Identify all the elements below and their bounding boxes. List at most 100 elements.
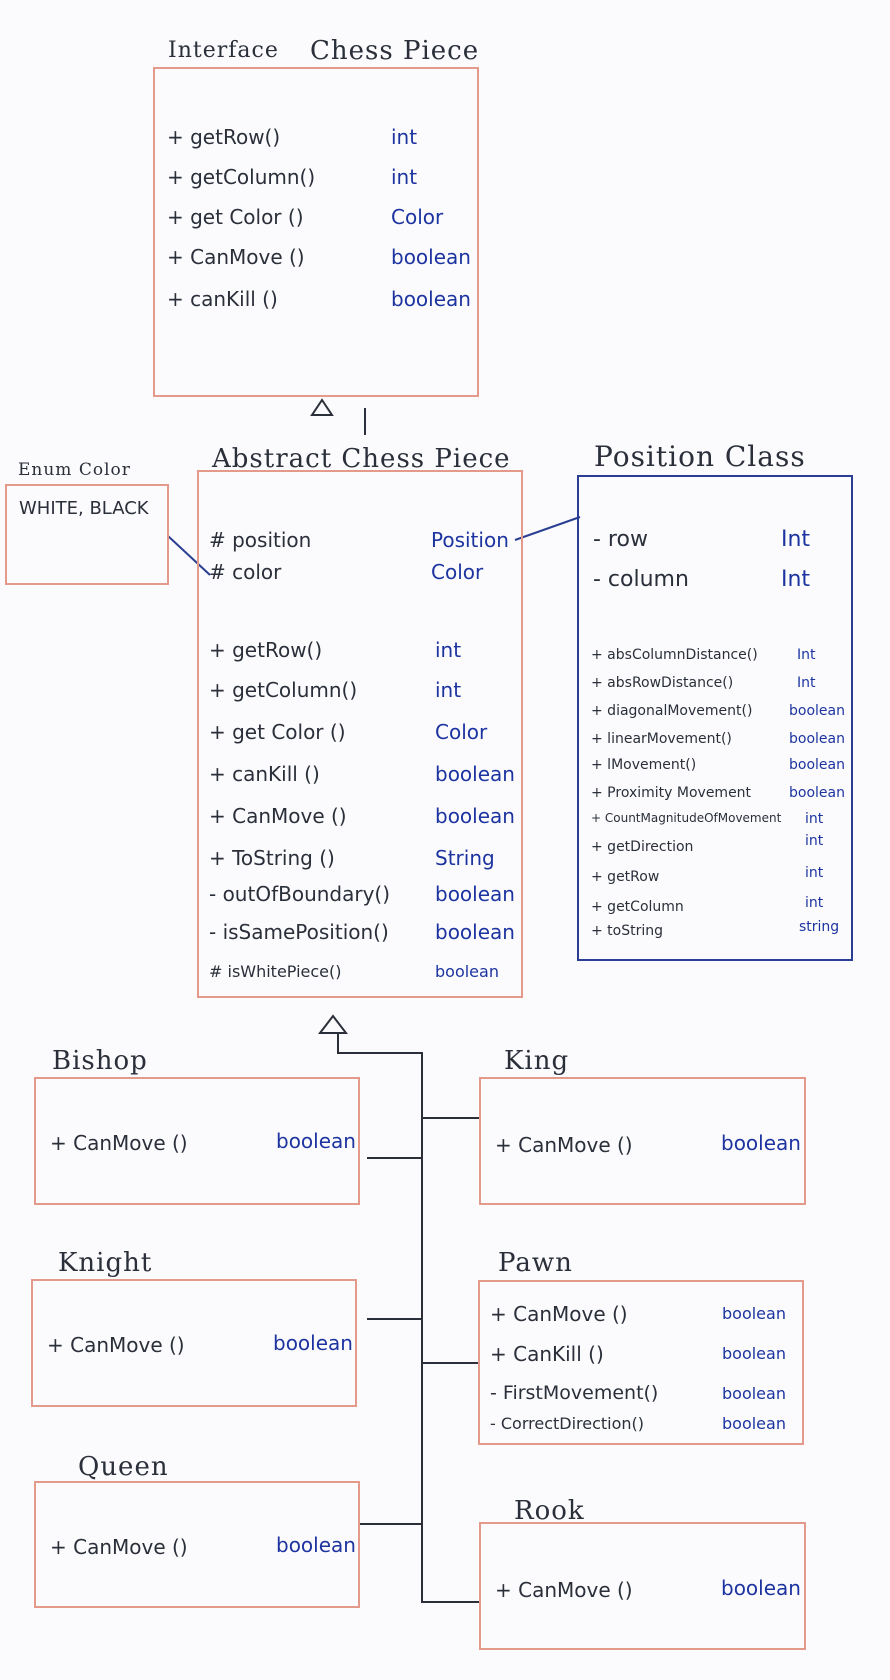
abstract-method-type: int bbox=[435, 638, 462, 662]
position-method-name: + lMovement() bbox=[591, 757, 697, 773]
position-method-name: + linearMovement() bbox=[591, 731, 732, 747]
abstract-method-name: + canKill () bbox=[209, 762, 320, 786]
pawn-title: Pawn bbox=[498, 1248, 573, 1278]
knight-class-box: + CanMove () boolean bbox=[31, 1279, 357, 1407]
position-method-name: + absColumnDistance() bbox=[591, 647, 758, 663]
king-title: King bbox=[504, 1046, 570, 1076]
interface-chess-piece-box: + getRow() int + getColumn() int + get C… bbox=[153, 67, 479, 397]
abstract-method-name: + getColumn() bbox=[209, 678, 358, 702]
position-method-type: int bbox=[805, 865, 824, 881]
abstract-method-name: + CanMove () bbox=[209, 804, 347, 828]
inheritance-line-subclasses bbox=[337, 1033, 479, 1603]
enum-association-line bbox=[167, 535, 211, 576]
queen-class-box: + CanMove () boolean bbox=[34, 1481, 360, 1608]
interface-method-type: int bbox=[391, 125, 418, 149]
abstract-method-name: + getRow() bbox=[209, 638, 323, 662]
interface-method-name: + get Color () bbox=[167, 205, 304, 229]
abstract-field-name: # position bbox=[209, 528, 312, 552]
knight-method-type: boolean bbox=[273, 1331, 353, 1355]
abstract-method-name: - outOfBoundary() bbox=[209, 882, 391, 906]
abstract-method-type: boolean bbox=[435, 882, 515, 906]
abstract-method-name: + ToString () bbox=[209, 846, 335, 870]
interface-method-type: boolean bbox=[391, 245, 471, 269]
knight-method-name: + CanMove () bbox=[47, 1333, 185, 1357]
position-field-type: Int bbox=[781, 567, 811, 592]
bishop-class-box: + CanMove () boolean bbox=[34, 1077, 360, 1205]
position-method-type: int bbox=[805, 811, 824, 827]
abstract-field-name: # color bbox=[209, 560, 282, 584]
interface-method-name: + CanMove () bbox=[167, 245, 305, 269]
rook-title: Rook bbox=[514, 1496, 585, 1526]
abstract-method-type: boolean bbox=[435, 804, 515, 828]
interface-method-name: + canKill () bbox=[167, 287, 278, 311]
enum-color-box: WHITE, BLACK bbox=[5, 484, 169, 585]
abstract-field-type: Color bbox=[431, 560, 484, 584]
position-method-type: boolean bbox=[789, 757, 845, 773]
position-field-type: Int bbox=[781, 527, 811, 552]
position-method-type: boolean bbox=[789, 703, 845, 719]
position-association-line bbox=[514, 516, 581, 541]
position-method-name: + CountMagnitudeOfMovement bbox=[591, 811, 782, 825]
pawn-class-box: + CanMove () boolean + CanKill () boolea… bbox=[478, 1280, 804, 1445]
abstract-method-type: boolean bbox=[435, 962, 499, 981]
position-method-type: string bbox=[799, 919, 840, 935]
position-method-name: + absRowDistance() bbox=[591, 675, 734, 691]
rook-method-name: + CanMove () bbox=[495, 1578, 633, 1602]
queen-title: Queen bbox=[78, 1452, 169, 1482]
inheritance-arrow-interface bbox=[310, 398, 334, 416]
pawn-method-type: boolean bbox=[722, 1344, 786, 1363]
pawn-method-name: + CanKill () bbox=[490, 1342, 604, 1366]
position-method-type: Int bbox=[797, 675, 816, 691]
abstract-title: Abstract Chess Piece bbox=[212, 444, 511, 474]
position-method-name: + Proximity Movement bbox=[591, 785, 752, 801]
bishop-title: Bishop bbox=[52, 1046, 148, 1076]
rook-class-box: + CanMove () boolean bbox=[479, 1522, 806, 1650]
position-title: Position Class bbox=[594, 440, 806, 473]
interface-method-name: + getRow() bbox=[167, 125, 281, 149]
interface-method-type: int bbox=[391, 165, 418, 189]
position-method-type: Int bbox=[797, 647, 816, 663]
position-field-name: - column bbox=[593, 567, 689, 592]
position-field-name: - row bbox=[593, 527, 648, 552]
king-class-box: + CanMove () boolean bbox=[479, 1077, 806, 1205]
rook-method-type: boolean bbox=[721, 1576, 801, 1600]
abstract-method-type: boolean bbox=[435, 920, 515, 944]
position-method-type: boolean bbox=[789, 785, 845, 801]
queen-method-name: + CanMove () bbox=[50, 1535, 188, 1559]
position-method-name: + getDirection bbox=[591, 839, 694, 855]
position-method-type: boolean bbox=[789, 731, 845, 747]
bishop-method-name: + CanMove () bbox=[50, 1131, 188, 1155]
position-class-box: - row Int - column Int + absColumnDistan… bbox=[577, 475, 853, 961]
pawn-method-name: + CanMove () bbox=[490, 1302, 628, 1326]
enum-values: WHITE, BLACK bbox=[19, 498, 149, 519]
abstract-method-type: Color bbox=[435, 720, 488, 744]
abstract-method-type: boolean bbox=[435, 762, 515, 786]
position-method-name: + diagonalMovement() bbox=[591, 703, 753, 719]
pawn-method-name: - FirstMovement() bbox=[490, 1382, 659, 1404]
interface-method-type: boolean bbox=[391, 287, 471, 311]
queen-method-type: boolean bbox=[276, 1533, 356, 1557]
interface-method-name: + getColumn() bbox=[167, 165, 316, 189]
abstract-chess-piece-box: # position Position # color Color + getR… bbox=[197, 470, 523, 998]
enum-title: Enum Color bbox=[18, 460, 131, 480]
position-method-name: + toString bbox=[591, 923, 664, 939]
pawn-method-type: boolean bbox=[722, 1304, 786, 1323]
bishop-method-type: boolean bbox=[276, 1129, 356, 1153]
interface-name: Chess Piece bbox=[310, 36, 480, 66]
pawn-method-name: - CorrectDirection() bbox=[490, 1414, 645, 1433]
position-method-name: + getRow bbox=[591, 869, 660, 885]
abstract-method-type: String bbox=[435, 846, 495, 870]
position-method-type: int bbox=[805, 833, 824, 849]
abstract-method-name: - isSamePosition() bbox=[209, 920, 389, 944]
interface-method-type: Color bbox=[391, 205, 444, 229]
position-method-name: + getColumn bbox=[591, 899, 684, 915]
abstract-method-name: # isWhitePiece() bbox=[209, 962, 342, 981]
inheritance-arrow-subclasses bbox=[317, 1014, 349, 1034]
pawn-method-type: boolean bbox=[722, 1414, 786, 1433]
position-method-type: int bbox=[805, 895, 824, 911]
knight-title: Knight bbox=[58, 1248, 153, 1278]
king-method-name: + CanMove () bbox=[495, 1133, 633, 1157]
abstract-field-type: Position bbox=[431, 528, 509, 552]
abstract-method-name: + get Color () bbox=[209, 720, 346, 744]
